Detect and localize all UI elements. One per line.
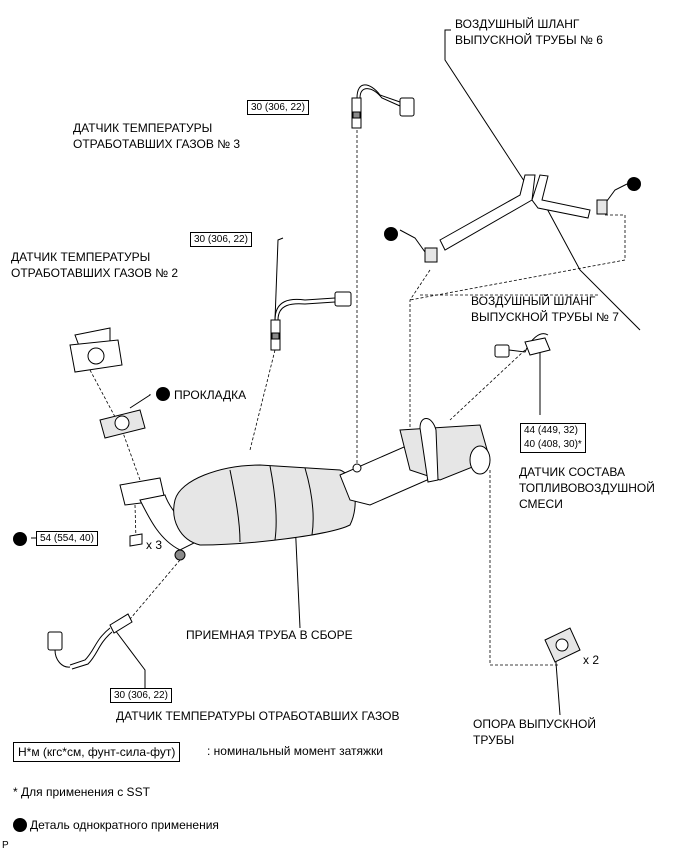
upper-flange xyxy=(69,327,123,373)
sensor-2-label: ДАТЧИК ТЕМПЕРАТУРЫ ОТРАБОТАВШИХ ГАЗОВ № … xyxy=(11,250,179,280)
sensor-3-drawing xyxy=(351,84,415,129)
sensor-3-label: ДАТЧИК ТЕМПЕРАТУРЫ ОТРАБОТАВШИХ ГАЗОВ № … xyxy=(73,121,241,151)
legend-torque-box: Н*м (кгс*см, фунт-сила-фут) xyxy=(13,742,181,762)
support-quantity: x 2 xyxy=(583,653,600,667)
legend-sst-note: * Для применения с SST xyxy=(13,785,150,799)
sensor-2-drawing xyxy=(270,291,352,351)
leader-lines xyxy=(31,29,641,716)
single-use-icon xyxy=(627,177,641,191)
dashed-lines xyxy=(89,130,626,666)
front-pipe-label: ПРИЕМНАЯ ТРУБА В СБОРЕ xyxy=(186,628,353,642)
air-hose-7-label: ВОЗДУШНЫЙ ШЛАНГ ВЫПУСКНОЙ ТРУБЫ № 7 xyxy=(471,294,619,324)
sensor-1-drawing xyxy=(47,613,133,670)
legend-single-use: Деталь однократного применения xyxy=(30,818,219,832)
hose-clamp-right-icon xyxy=(596,199,608,215)
air-hose xyxy=(424,174,608,263)
air-hose-6-label: ВОЗДУШНЫЙ ШЛАНГ ВЫПУСКНОЙ ТРУБЫ № 6 xyxy=(455,17,603,47)
gasket-drawing xyxy=(99,409,146,439)
single-use-icon xyxy=(13,818,27,832)
support-drawing xyxy=(544,627,581,663)
torque-af-sensor: 44 (449, 32) 40 (408, 30)* xyxy=(520,423,586,453)
legend-torque-text: : номинальный момент затяжки xyxy=(207,744,383,758)
single-use-icon xyxy=(156,387,170,401)
hose-clamp-left-icon xyxy=(424,247,438,263)
pipe-support-label: ОПОРА ВЫПУСКНОЙ ТРУБЫ xyxy=(473,717,596,747)
single-use-icon xyxy=(384,227,398,241)
gasket-label: ПРОКЛАДКА xyxy=(174,388,247,402)
nut-drawing xyxy=(129,533,143,547)
af-sensor-drawing xyxy=(494,333,551,358)
torque-sensor-3: 30 (306, 22) xyxy=(247,100,309,115)
nuts-quantity: x 3 xyxy=(146,538,163,552)
torque-nuts: 54 (554, 40) xyxy=(36,531,98,546)
torque-sensor-2: 30 (306, 22) xyxy=(190,232,252,247)
sensor-1-label: ДАТЧИК ТЕМПЕРАТУРЫ ОТРАБОТАВШИХ ГАЗОВ xyxy=(116,709,400,723)
corner-mark: P xyxy=(2,840,9,851)
af-sensor-label: ДАТЧИК СОСТАВА ТОПЛИВОВОЗДУШНОЙ СМЕСИ xyxy=(519,465,655,511)
torque-sensor-1: 30 (306, 22) xyxy=(110,688,172,703)
single-use-icon xyxy=(13,532,27,546)
front-pipe-drawing xyxy=(119,418,491,561)
